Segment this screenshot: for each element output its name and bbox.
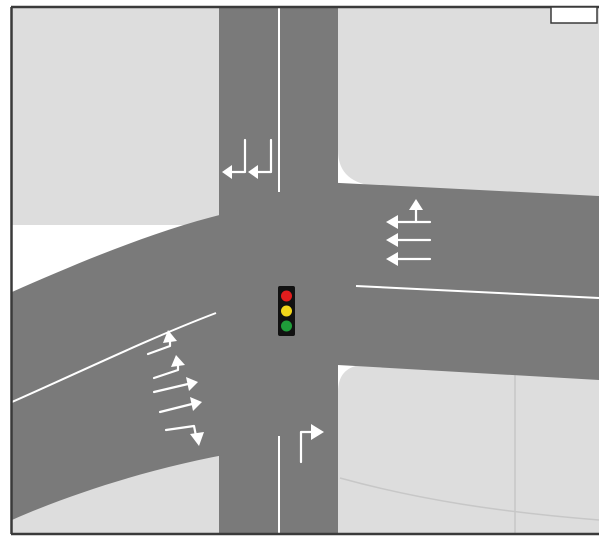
block-north-west	[12, 7, 219, 225]
through-arrow-icon	[386, 252, 432, 266]
road-east	[320, 182, 599, 380]
through-arrow-icon	[152, 377, 198, 394]
signal-red-light	[281, 290, 292, 302]
traffic-signal	[278, 286, 295, 336]
block-south-west	[12, 454, 219, 533]
through-arrow-icon	[158, 397, 202, 414]
road-southwest	[12, 210, 240, 520]
through-left-arrow-icon	[386, 199, 432, 229]
left-arrow-icon	[222, 138, 247, 179]
frame-corner-tab	[550, 6, 598, 24]
through-arrow-icon	[386, 233, 432, 247]
right-arrow-icon	[299, 424, 324, 464]
block-north-east	[338, 7, 599, 196]
lane-divider-east	[355, 285, 599, 299]
signal-yellow-light	[281, 305, 292, 317]
right-arrow-icon	[164, 424, 204, 446]
block-south-east	[338, 364, 599, 533]
through-arrow-icon	[146, 330, 177, 356]
through-arrow-icon	[152, 355, 185, 380]
block-south-east-curb	[339, 477, 599, 521]
lane-divider-southwest	[12, 312, 217, 403]
signal-green-light	[281, 320, 292, 332]
left-arrow-icon	[248, 138, 273, 179]
